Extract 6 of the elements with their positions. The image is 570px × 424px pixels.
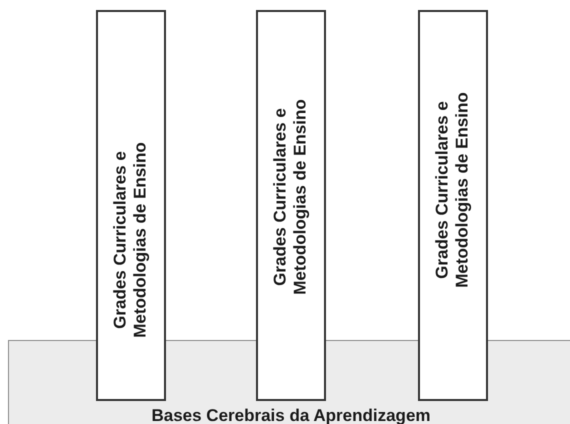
pillar-box — [256, 10, 326, 401]
pillar-label: Grades Curriculares e Metodologias de Ensino — [110, 141, 151, 340]
pillar-label: Grades Curriculares e Metodologias de Ensino — [270, 98, 311, 297]
pillar-label: Grades Curriculares e Metodologias de Ensino — [432, 91, 473, 290]
pillar-box — [418, 10, 488, 401]
pillar-box — [96, 10, 166, 401]
